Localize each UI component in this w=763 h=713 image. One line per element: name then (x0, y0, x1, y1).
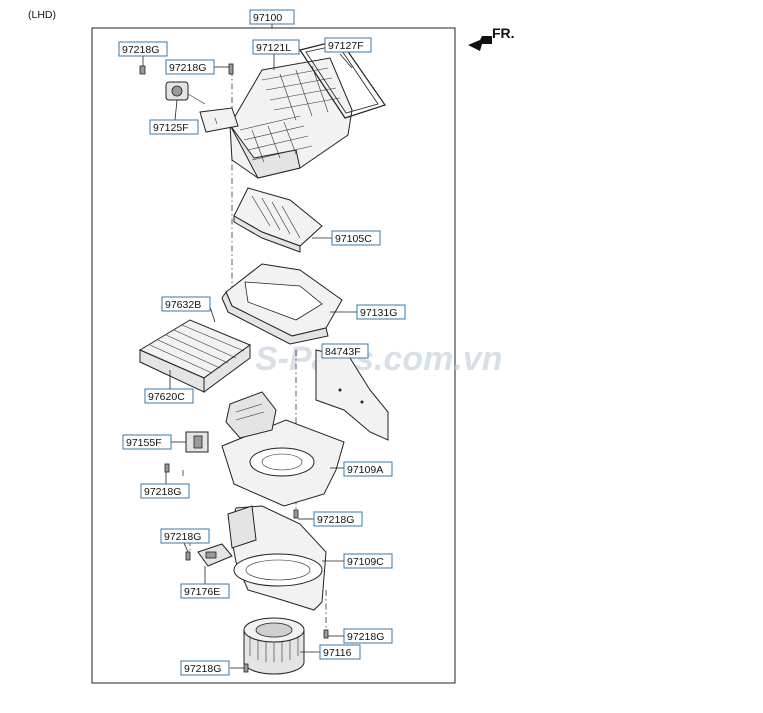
controller-part (197, 543, 233, 567)
svg-text:97218G: 97218G (122, 44, 159, 56)
watermark: S-Parts.com.vn (255, 340, 503, 378)
part-tag-97218G[interactable]: 97218G (118, 41, 168, 57)
svg-text:97121L: 97121L (256, 42, 291, 54)
part-tag-84743F[interactable]: 84743F (321, 343, 369, 359)
svg-text:97218G: 97218G (164, 531, 201, 543)
screw-icon (228, 63, 234, 75)
part-tag-97632B[interactable]: 97632B (161, 296, 211, 312)
part-tag-97155F[interactable]: 97155F (122, 434, 172, 450)
assembly-tag: 97100 (249, 9, 295, 25)
svg-text:97176E: 97176E (184, 586, 220, 598)
part-tag-97218G[interactable]: 97218G (160, 528, 210, 544)
actuator-part (165, 81, 206, 105)
part-tag-97109A[interactable]: 97109A (343, 461, 393, 477)
svg-text:97116: 97116 (323, 647, 352, 659)
resistor-part (185, 431, 209, 453)
screw-icon (185, 551, 191, 561)
intake-case-part (199, 57, 353, 179)
part-tag-97176E[interactable]: 97176E (180, 583, 230, 599)
svg-text:97620C: 97620C (148, 391, 185, 403)
part-tag-97218G[interactable]: 97218G (343, 628, 393, 644)
side-panel-part (315, 349, 389, 441)
direction-label: FR. (492, 25, 515, 41)
svg-text:84743F: 84743F (325, 346, 361, 358)
part-tag-97620C[interactable]: 97620C (144, 388, 194, 404)
svg-text:97155F: 97155F (126, 437, 162, 449)
front-arrow-icon (468, 36, 492, 51)
svg-text:97127F: 97127F (328, 40, 364, 52)
part-tag-97105C[interactable]: 97105C (331, 230, 381, 246)
upper-case-part (221, 391, 345, 507)
part-tag-97121L[interactable]: 97121L (252, 39, 300, 55)
screw-icon (139, 65, 146, 75)
screw-icon (243, 663, 249, 673)
svg-text:97109A: 97109A (347, 464, 383, 476)
air-filter-part (138, 319, 252, 393)
part-tag-97218G[interactable]: 97218G (165, 59, 215, 75)
svg-text:97131G: 97131G (360, 307, 397, 319)
part-tag-97218G[interactable]: 97218G (180, 660, 230, 676)
filter-housing-part (221, 263, 343, 345)
svg-text:97218G: 97218G (347, 631, 384, 643)
part-tag-97125F[interactable]: 97125F (149, 119, 199, 135)
part-tag-97116[interactable]: 97116 (319, 644, 361, 660)
svg-text:97218G: 97218G (317, 514, 354, 526)
blower-motor-part (243, 617, 305, 675)
lower-case-part (227, 505, 327, 611)
variant-label: (LHD) (28, 9, 56, 21)
svg-text:97100: 97100 (253, 12, 282, 24)
svg-text:97218G: 97218G (184, 663, 221, 675)
part-tag-97131G[interactable]: 97131G (356, 304, 406, 320)
svg-text:97218G: 97218G (169, 62, 206, 74)
screw-icon (293, 509, 299, 519)
screw-icon (164, 463, 170, 473)
svg-text:97632B: 97632B (165, 299, 201, 311)
svg-text:97105C: 97105C (335, 233, 372, 245)
part-tag-97218G[interactable]: 97218G (313, 511, 363, 527)
filter-cover-part (233, 187, 323, 253)
part-tag-97127F[interactable]: 97127F (324, 37, 372, 53)
screw-icon (323, 629, 329, 639)
part-tag-97218G[interactable]: 97218G (140, 483, 190, 499)
svg-text:97218G: 97218G (144, 486, 181, 498)
part-tag-97109C[interactable]: 97109C (343, 553, 393, 569)
svg-text:97125F: 97125F (153, 122, 189, 134)
svg-text:97109C: 97109C (347, 556, 384, 568)
assembly-frame (91, 27, 456, 684)
